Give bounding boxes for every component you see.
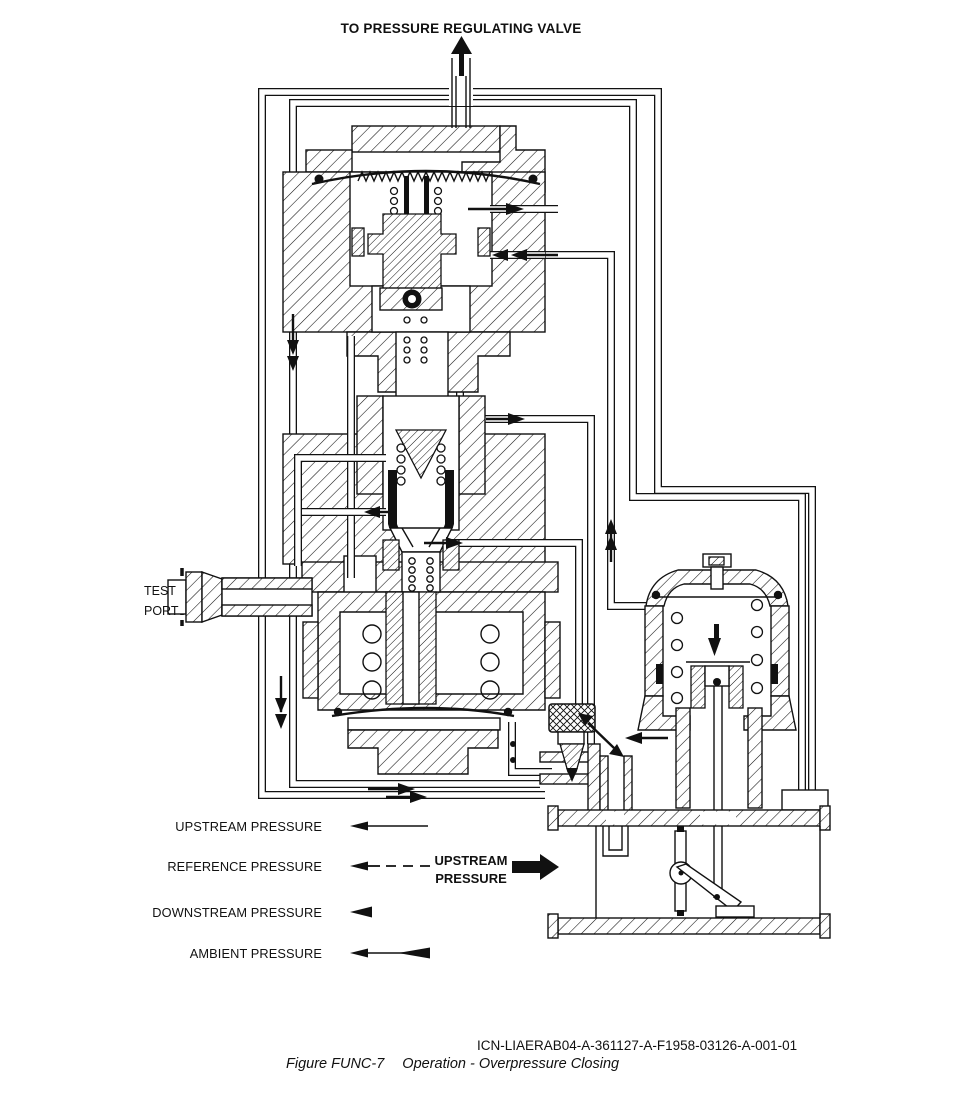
dome-actuator [637, 553, 797, 898]
downstream-pressure-arrow-icon [350, 906, 372, 918]
flow-arrows [275, 203, 721, 880]
title-to-pressure-regulating-valve: TO PRESSURE REGULATING VALVE [340, 21, 582, 36]
legend-label-reference: REFERENCE PRESSURE [167, 858, 322, 874]
icn-reference-number: ICN-LIAERAB04-A-361127-A-F1958-03126-A-0… [477, 1038, 798, 1053]
ambient-pressure-arrow-icon [350, 947, 430, 959]
upstream-pressure-inlet-label: UPSTREAM PRESSURE [434, 853, 512, 886]
top-valve-internals [311, 169, 541, 364]
legend-row-ambient: AMBIENT PRESSURE [115, 944, 445, 962]
reference-pressure-arrow-icon [350, 861, 430, 871]
test-port-label: TEST PORT [144, 584, 180, 618]
legend-label-upstream: UPSTREAM PRESSURE [175, 818, 322, 834]
legend-row-downstream: DOWNSTREAM PRESSURE [115, 903, 445, 921]
middle-valve-internals [382, 429, 460, 593]
figure-caption: Figure FUNC-7 Operation - Overpressure C… [286, 1056, 619, 1072]
outlet-pipe-to-regulating-valve [449, 36, 473, 128]
legend-row-upstream: UPSTREAM PRESSURE [115, 817, 445, 835]
figure-label: Figure FUNC-7 [286, 1056, 385, 1072]
figure-title: Operation - Overpressure Closing [402, 1056, 620, 1072]
test-port-fitting [167, 568, 313, 626]
legend-label-downstream: DOWNSTREAM PRESSURE [152, 904, 322, 920]
lower-valve-internals [331, 591, 516, 775]
bottom-housing [547, 789, 831, 939]
legend-row-reference: REFERENCE PRESSURE [115, 857, 445, 875]
legend-label-ambient: AMBIENT PRESSURE [189, 945, 322, 961]
upstream-pressure-arrow-icon [350, 821, 428, 831]
